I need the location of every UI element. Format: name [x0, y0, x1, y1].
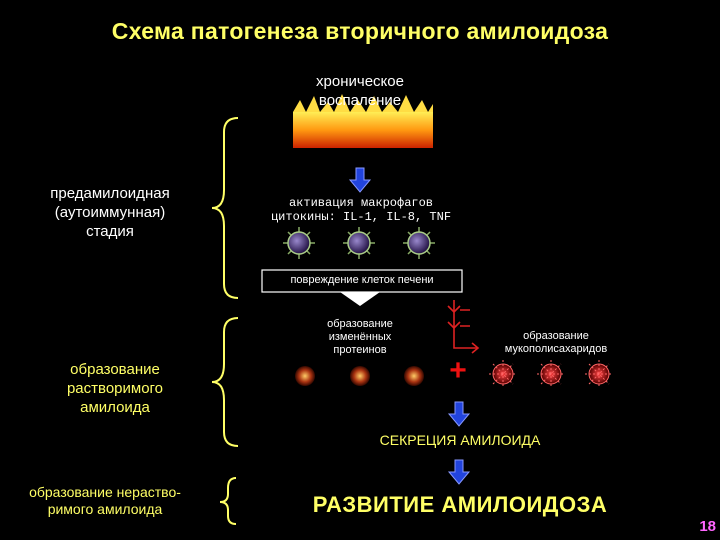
secretion-label: СЕКРЕЦИЯ АМИЛОИДА	[379, 432, 541, 448]
page-number: 18	[699, 518, 716, 535]
development-label: РАЗВИТИЕ АМИЛОИДОЗА	[312, 492, 608, 517]
mucopoly-spheres	[489, 360, 613, 388]
box-pointer	[340, 292, 380, 306]
stage-soluble: образование растворимого амилоида	[66, 361, 164, 416]
mucopoly-label: образование мукополисахаридов	[504, 330, 608, 355]
stage-preamyloid: предамилоидная (аутоиммунная) стадия	[50, 185, 170, 240]
liver-damage-label: повреждение клеток печени	[290, 274, 434, 286]
macrophage-label: активация макрофагов цитокины: IL-1, IL-…	[270, 196, 452, 224]
plus-sign: +	[449, 354, 467, 387]
brace-insoluble	[219, 477, 237, 525]
protein-spheres	[295, 366, 424, 386]
brace-soluble	[211, 317, 239, 447]
down-arrows	[348, 167, 471, 485]
stage-insoluble: образование нераство- римого амилоида	[29, 484, 181, 517]
red-arrows	[447, 300, 480, 354]
fire-image	[293, 94, 433, 148]
macrophage-cells	[283, 227, 435, 259]
inflammation-label: хроническое воспаление	[316, 73, 404, 109]
proteins-label: образование изменённых протеинов	[327, 318, 393, 356]
brace-preamyloid	[211, 117, 239, 299]
page-title: Схема патогенеза вторичного амилоидоза	[111, 18, 609, 44]
